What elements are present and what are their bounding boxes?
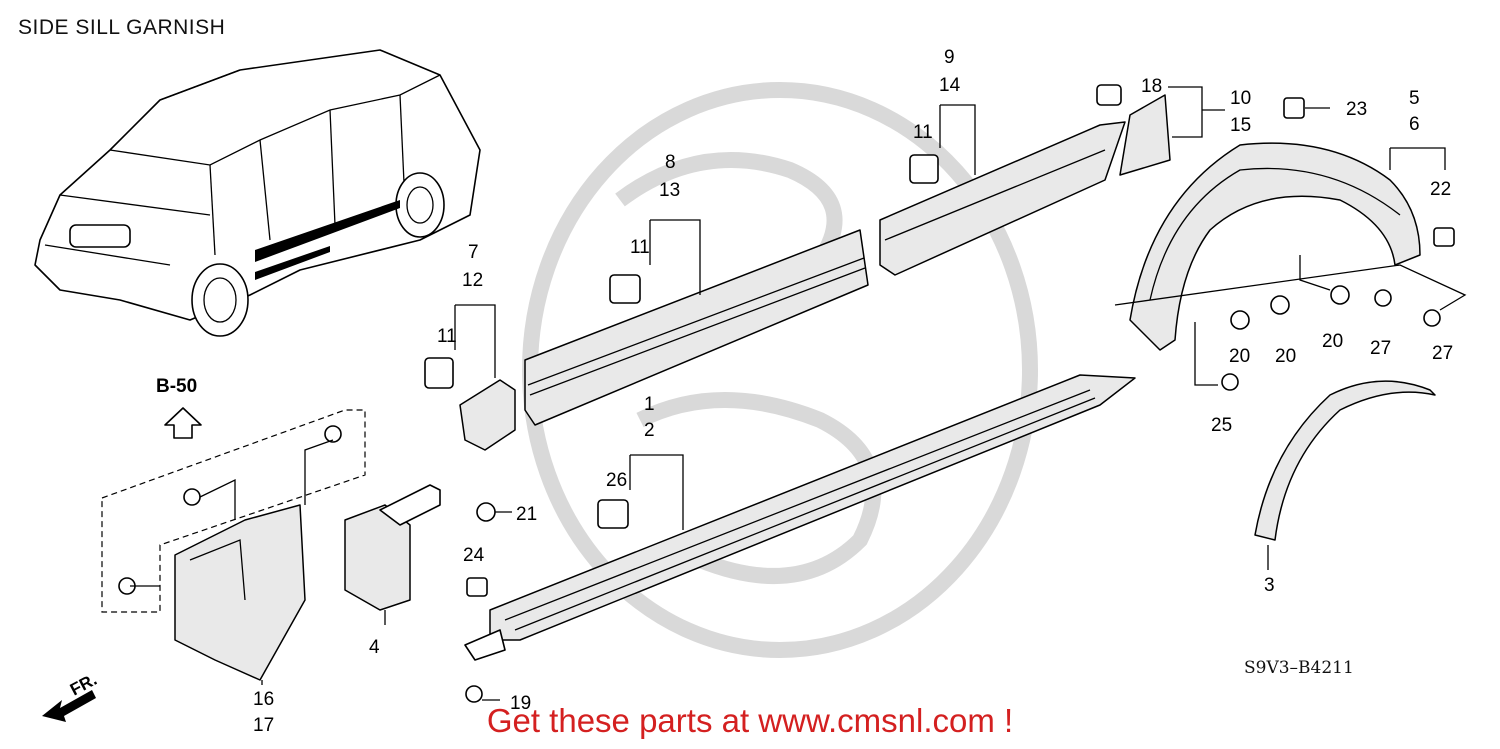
diagram-title: SIDE SILL GARNISH	[18, 16, 226, 39]
callout-label: 14	[939, 75, 961, 96]
part-splash-shield	[344, 484, 441, 611]
part-mudguard	[174, 504, 306, 681]
part-arch-molding	[1254, 380, 1436, 541]
part-upper-garnish-front	[879, 121, 1126, 276]
part-fender-liner	[1129, 142, 1421, 351]
callout-label: 2	[644, 420, 655, 441]
promo-link-text[interactable]: Get these parts at www.cmsnl.com !	[486, 702, 1014, 739]
part-side-sill	[464, 374, 1136, 661]
callout-label: 27	[1370, 338, 1391, 359]
callout-label: 7	[468, 242, 479, 263]
callout-label: 9	[944, 47, 955, 68]
callout-label: 4	[369, 637, 380, 658]
callout-label: 10	[1230, 88, 1251, 109]
callout-label: 13	[659, 180, 680, 201]
callout-label: 12	[462, 270, 483, 291]
callout-label: 20	[1322, 331, 1343, 352]
callout-label: 5	[1409, 88, 1420, 109]
callout-label: 11	[913, 122, 933, 143]
callout-label: 21	[516, 504, 537, 525]
callout-label: 3	[1264, 575, 1275, 596]
callout-label: 27	[1432, 343, 1453, 364]
vehicle-illustration	[34, 49, 481, 337]
callout-label: 8	[665, 152, 676, 173]
fasteners	[118, 84, 1455, 703]
callout-label: 26	[606, 470, 627, 491]
callout-label: 24	[463, 545, 485, 566]
leader-lines	[261, 86, 1467, 701]
callout-label: 23	[1346, 99, 1367, 120]
callout-label: 20	[1275, 346, 1296, 367]
callout-label: 20	[1229, 346, 1250, 367]
callout-label: 22	[1430, 179, 1451, 200]
callout-label: 25	[1211, 415, 1232, 436]
front-arrow	[42, 690, 96, 722]
reference-page-label: B-50	[156, 376, 198, 397]
callout-label: 18	[1141, 76, 1162, 97]
part-front-end-piece	[459, 379, 516, 451]
callout-label: 19	[510, 693, 531, 714]
callout-label: 17	[253, 715, 274, 736]
callout-label: 15	[1230, 115, 1251, 136]
dashed-mounting-box	[101, 409, 366, 613]
callout-label: 16	[253, 689, 274, 710]
part-upper-garnish-mid	[524, 229, 869, 426]
callout-label: 11	[437, 326, 457, 347]
reference-arrow	[164, 407, 202, 439]
diagram-code: S9V3–B4211	[1244, 658, 1354, 678]
callout-label: 11	[630, 237, 650, 258]
callout-label: 1	[644, 394, 655, 415]
part-rear-end-piece	[1119, 94, 1171, 176]
callout-label: 6	[1409, 114, 1420, 135]
